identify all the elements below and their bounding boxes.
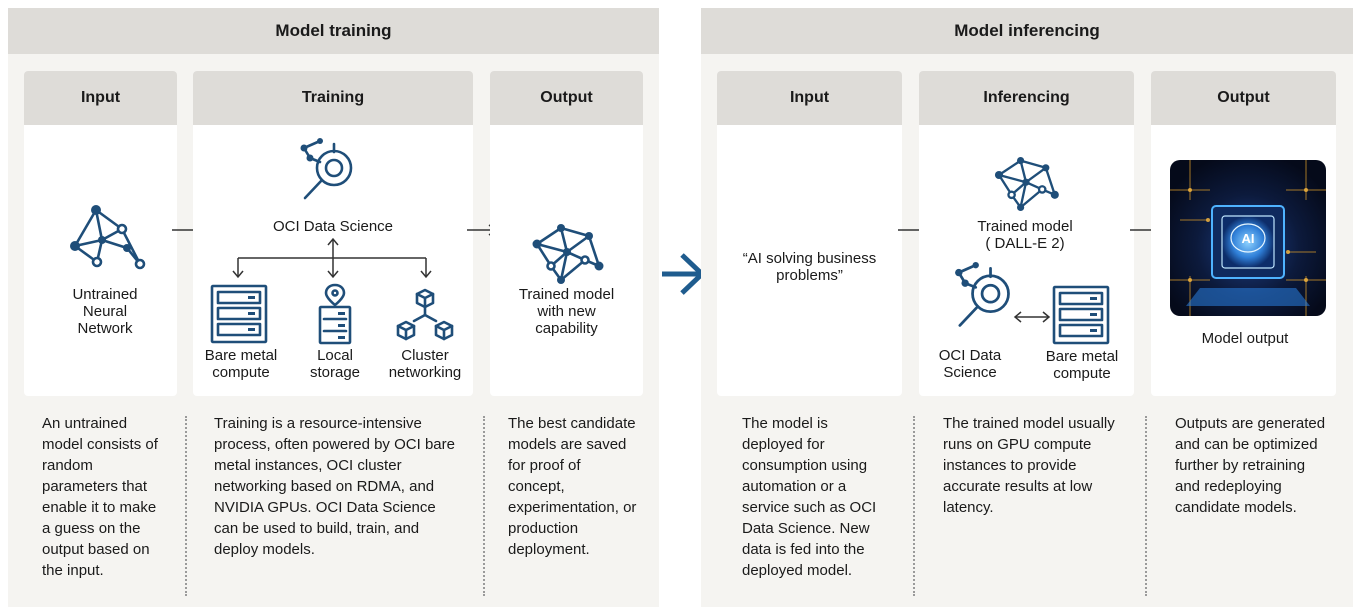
input-prompt-quote: “AI solving business problems”	[742, 250, 877, 284]
inferencing-input-header: Input	[717, 71, 902, 125]
inference-model-name: ( DALL-E 2)	[985, 235, 1065, 252]
inferencing-separator-2	[1145, 416, 1147, 596]
trained-model-icon	[532, 224, 604, 284]
inference-trained-model-label: Trained model	[977, 218, 1073, 235]
inference-bare-metal-icon	[1052, 285, 1110, 345]
cluster-networking-label: Cluster networking	[388, 347, 462, 381]
data-science-icon	[300, 138, 353, 200]
cluster-networking-icon	[396, 288, 454, 341]
inferencing-output-header: Output	[1151, 71, 1336, 125]
inferencing-header: Inferencing	[919, 71, 1134, 125]
model-training-title: Model training	[8, 8, 659, 54]
local-storage-icon	[318, 283, 352, 345]
training-input-description: An untrained model consists of random pa…	[42, 415, 158, 579]
inferencing-separator-1	[913, 416, 915, 596]
training-output-card: Output	[490, 71, 643, 396]
ai-chip-image: AI	[1170, 160, 1326, 316]
inferencing-input-description: The model is deployed for consumption us…	[742, 415, 877, 579]
training-output-description: The best candidate models are saved for …	[508, 415, 637, 558]
inference-model-icon	[994, 157, 1059, 211]
training-separator-1	[185, 416, 187, 596]
model-inferencing-title: Model inferencing	[701, 8, 1353, 54]
inferencing-description: The trained model usually runs on GPU co…	[943, 415, 1115, 516]
bare-metal-label: Bare metal compute	[204, 347, 278, 381]
training-output-header: Output	[490, 71, 643, 125]
untrained-network-label: Untrained Neural Network	[72, 286, 138, 337]
inference-data-science-icon	[955, 262, 1010, 327]
training-input-header: Input	[24, 71, 177, 125]
inferencing-input-card: Input	[717, 71, 902, 396]
inference-bare-metal-label: Bare metal compute	[1045, 348, 1119, 382]
inferencing-card: Inferencing	[919, 71, 1134, 396]
inferencing-output-description: Outputs are generated and can be optimiz…	[1175, 415, 1326, 516]
model-output-label: Model output	[1201, 330, 1289, 347]
bare-metal-server-icon	[210, 284, 268, 344]
trained-model-label: Trained model with new capability	[518, 286, 615, 337]
inference-data-science-label: OCI Data Science	[938, 347, 1002, 381]
chip-ai-text: AI	[1242, 231, 1255, 246]
training-connector-arrows	[232, 237, 432, 279]
training-header: Training	[193, 71, 473, 125]
training-description: Training is a resource-intensive process…	[214, 415, 455, 558]
double-arrow-icon	[1013, 311, 1051, 323]
training-separator-2	[483, 416, 485, 596]
untrained-network-icon	[70, 205, 146, 270]
training-data-science-label: OCI Data Science	[272, 218, 394, 235]
local-storage-label: Local storage	[309, 347, 361, 381]
